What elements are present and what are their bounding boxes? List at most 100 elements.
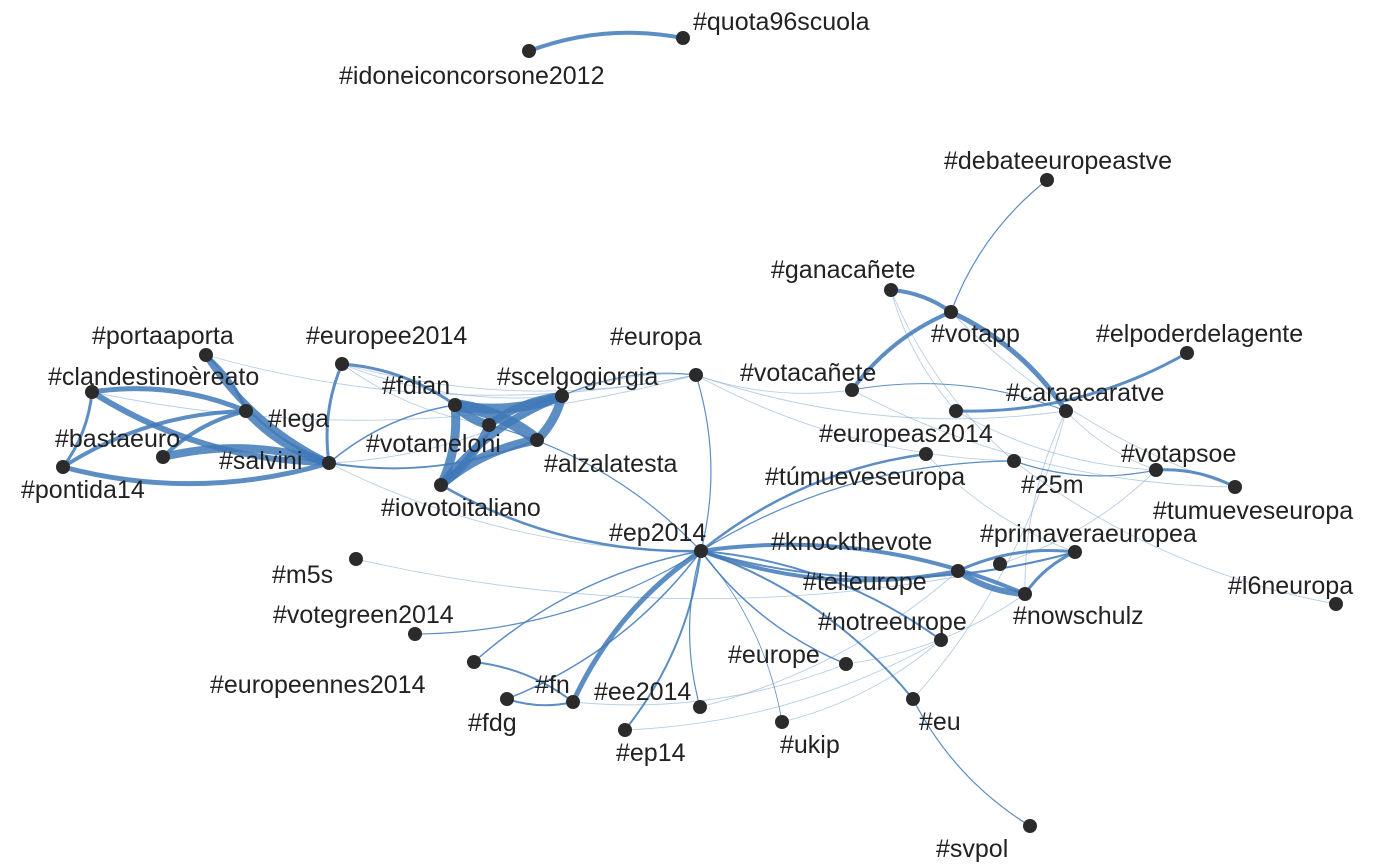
- node-elpoder: [1180, 346, 1194, 360]
- node-label-clandestino: #clandestinoèreato: [48, 363, 259, 391]
- node-ee2014: [693, 700, 707, 714]
- weak-edge-ep14-notreeurope: [624, 639, 942, 731]
- edge-pontida-clandestino: [61, 390, 94, 469]
- edge-europee2014-fdian: [340, 362, 457, 407]
- weak-edge-caraacara-nowschulz: [1024, 410, 1067, 595]
- node-alzala: [482, 418, 496, 432]
- node-label-votapsoe: #votapsoe: [1121, 440, 1236, 468]
- node-europeennes: [467, 655, 481, 669]
- edge-eu-svpol: [912, 698, 1031, 827]
- node-quota96: [676, 31, 690, 45]
- node-label-europeas2014: #europeas2014: [819, 420, 993, 448]
- node-portaaporta: [199, 348, 213, 362]
- edge-ep2014-ukip: [700, 550, 783, 723]
- node-25m: [1007, 454, 1021, 468]
- node-label-eu: #eu: [919, 708, 961, 736]
- node-debateeu: [1040, 173, 1054, 187]
- edge-ep2014-iovoto: [439, 483, 703, 553]
- node-clandestino: [85, 385, 99, 399]
- edge-ep2014-tumueve_acc: [699, 452, 928, 553]
- weak-edge-clandestino-europa: [91, 374, 697, 421]
- edge-votacanete-caraacara: [851, 383, 1067, 412]
- edge-pontida-lega: [61, 409, 248, 469]
- node-ep14: [618, 723, 632, 737]
- node-label-ganacanete: #ganacañete: [771, 256, 916, 284]
- node-label-iovoto: #iovotoitaliano: [381, 494, 541, 522]
- edge-iovoto-alzala: [437, 421, 493, 489]
- node-label-idonei: #idoneiconcorsone2012: [339, 62, 605, 90]
- node-label-25m: #25m: [1021, 471, 1084, 499]
- weak-edge-25m-l6neuropa: [1013, 460, 1337, 605]
- node-votameloni: [530, 433, 544, 447]
- weak-edge-europa-caraacara: [695, 374, 1067, 420]
- node-caraacara: [1059, 404, 1073, 418]
- edge-ganacanete-votapp: [889, 288, 953, 314]
- node-label-europe: #europe: [728, 641, 820, 669]
- node-ep2014: [694, 544, 708, 558]
- edge-bastaeuro-salvini: [159, 444, 333, 467]
- edge-ep2014-ee2014: [689, 550, 702, 708]
- node-knock: [993, 557, 1007, 571]
- weak-edge-europeas2014-votapsoe: [955, 410, 1157, 471]
- node-label-lega: #lega: [268, 405, 329, 433]
- edge-telleurope-primavera: [956, 549, 1077, 573]
- edge-ep2014-ep14: [624, 550, 702, 731]
- weak-edge-europa-25m: [695, 374, 1015, 462]
- weak-edge-ukip-notreeurope: [781, 639, 942, 723]
- edge-votapp-votacanete: [850, 310, 953, 392]
- node-label-quota96: #quota96scuola: [693, 8, 870, 36]
- edge-ep2014-europeennes: [473, 550, 702, 663]
- weak-edge-europa-scelgo: [561, 373, 697, 397]
- edge-europa-scelgo: [561, 372, 697, 397]
- edge-ep2014-eu: [700, 550, 914, 700]
- node-label-knock: #knockthevote: [771, 528, 932, 556]
- node-m5s: [349, 552, 363, 566]
- node-label-tumueve_acc: #túmueveseuropa: [765, 463, 965, 491]
- edge-ep2014-fn: [570, 548, 704, 705]
- node-label-elpoder: #elpoderdelagente: [1096, 320, 1303, 348]
- node-label-salvini: #salvini: [219, 447, 302, 475]
- edge-salvini-fdian: [328, 404, 456, 464]
- node-label-telleurope: #telleurope: [803, 568, 927, 596]
- edge-ep2014-nowschulz: [699, 542, 1027, 596]
- edge-salvini-votameloni: [328, 439, 538, 470]
- node-europa: [689, 368, 703, 382]
- node-telleurope: [951, 564, 965, 578]
- node-votapsoe: [1149, 463, 1163, 477]
- edge-europeennes-fn: [473, 661, 574, 703]
- edge-bastaeuro-lega: [161, 409, 248, 459]
- node-eu: [906, 692, 920, 706]
- edge-alzala-scelgo: [485, 392, 566, 429]
- node-label-caraacara: #caraacaratve: [1006, 379, 1164, 407]
- node-label-tumueve: #tumueveseuropa: [1153, 497, 1353, 525]
- node-label-nowschulz: #nowschulz: [1013, 602, 1144, 630]
- node-label-votameloni: #votameloni: [366, 430, 501, 458]
- labels-layer: #idoneiconcorsone2012 #quota96scuola #deba…: [21, 8, 1353, 863]
- weak-edge-ganacanete-25m: [890, 289, 1015, 462]
- node-svpol: [1023, 819, 1037, 833]
- edge-europeas2014-elpoder: [954, 351, 1189, 413]
- node-ukip: [775, 715, 789, 729]
- node-label-ukip: #ukip: [780, 731, 840, 759]
- node-label-europa: #europa: [610, 323, 702, 351]
- edge-ep2014-notreeurope: [700, 550, 942, 641]
- node-label-portaaporta: #portaaporta: [92, 322, 234, 350]
- node-label-debateeu: #debateeuropeastve: [944, 147, 1172, 175]
- weak-edge-fn-europe: [572, 663, 847, 706]
- edge-fdg-fn: [506, 698, 574, 707]
- node-fdg: [500, 692, 514, 706]
- edge-25m-votapsoe: [1013, 460, 1157, 477]
- weak-edge-ee2014-telleurope: [699, 570, 959, 708]
- node-label-fdg: #fdg: [468, 709, 517, 737]
- edge-idonei-quota96: [527, 30, 685, 53]
- node-l6neuropa: [1329, 597, 1343, 611]
- node-votegreen: [408, 627, 422, 641]
- edge-ep2014-europa: [695, 374, 712, 552]
- node-label-europee2014: #europee2014: [306, 322, 467, 350]
- node-scelgo: [555, 389, 569, 403]
- node-votapp: [944, 305, 958, 319]
- edges-layer: [60, 30, 1237, 827]
- node-label-pontida: #pontida14: [21, 476, 145, 504]
- node-notreeurope: [934, 633, 948, 647]
